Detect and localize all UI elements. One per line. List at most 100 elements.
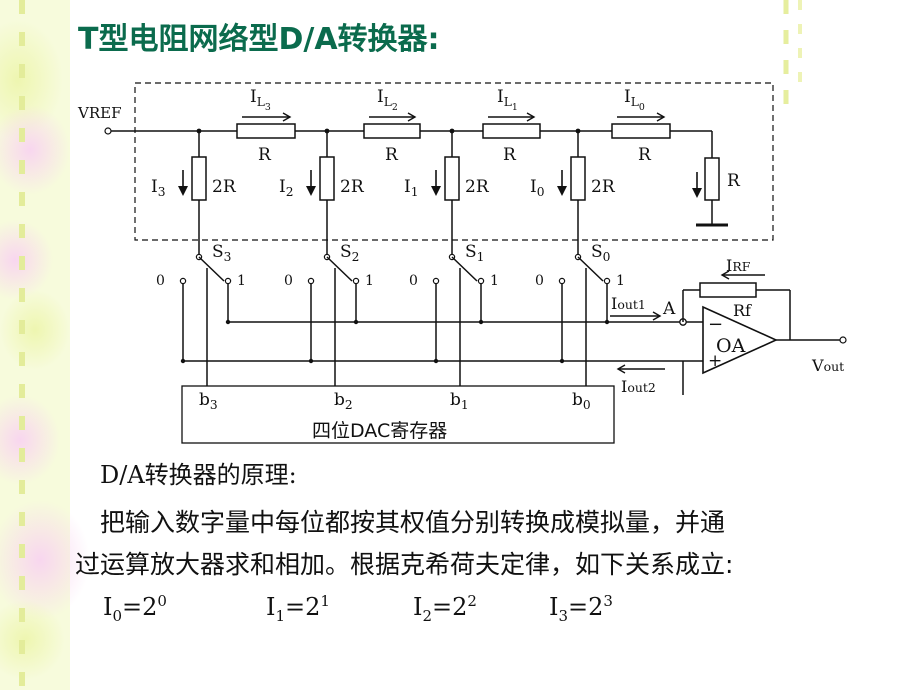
iout1-label: Iout1: [611, 294, 646, 313]
bit-label: b3: [199, 390, 218, 412]
terminal-resistor: [704, 157, 720, 201]
contact-0: [307, 277, 315, 285]
series-resistor-label: R: [258, 145, 272, 165]
branch-arrow-head: [306, 186, 316, 196]
opamp-label: OA: [716, 335, 746, 357]
iout2-arrow-head: [616, 364, 626, 374]
switch: S3 0 1: [156, 242, 246, 386]
rail-current-label: IL2: [377, 87, 398, 113]
switch-pos1-label: 1: [490, 273, 499, 289]
formula-i0: I0=20: [103, 592, 167, 625]
switch-blade: [451, 256, 478, 282]
iout2-label: Iout2: [621, 377, 656, 396]
decor-blob: [0, 220, 53, 300]
opamp-plus: +: [708, 351, 722, 371]
shunt-resistor-label: 2R: [591, 177, 616, 197]
shunt-resistor-label: 2R: [465, 177, 490, 197]
contact-0: [558, 277, 566, 285]
vref-label: VREF: [77, 104, 121, 122]
switch-blade: [326, 256, 353, 282]
series-resistor: [611, 123, 671, 139]
contact-1: [477, 277, 485, 285]
opamp: [702, 305, 778, 375]
decor-blob: [0, 290, 70, 370]
shunt-resistor-label: 2R: [340, 177, 365, 197]
branch-current-label: I0: [530, 177, 545, 199]
switch-pos0-label: 0: [156, 273, 165, 289]
contact-1: [224, 277, 232, 285]
register-label: 四位DAC寄存器: [312, 420, 447, 442]
formula-i3: I3=23: [549, 592, 613, 625]
vout-terminal: [839, 336, 847, 344]
branch-arrow-head: [557, 186, 567, 196]
bit-label: b1: [450, 390, 469, 412]
branch-current-label: I1: [404, 177, 419, 199]
rail-current-label: IL0: [624, 87, 645, 113]
decor-blob: [0, 395, 60, 485]
bit-label: b0: [572, 390, 591, 412]
switch-pos0-label: 0: [409, 273, 418, 289]
switch-label: S3: [212, 242, 231, 264]
switch-label: S0: [591, 242, 610, 264]
node-a-label: A: [662, 299, 676, 319]
branch-arrow-head: [178, 186, 188, 196]
junction-dot: [449, 128, 455, 134]
opamp-minus: −: [708, 314, 723, 335]
series-resistor-label: R: [503, 145, 517, 165]
branch-current-label: I3: [151, 177, 166, 199]
series-resistor-label: R: [638, 145, 652, 165]
switch: S1 0 1: [409, 242, 499, 386]
decor-blob: [0, 105, 70, 195]
shunt-resistor: [570, 156, 586, 201]
shunt-resistor: [191, 156, 207, 201]
switch-label: S1: [465, 242, 484, 264]
junction-dot: [196, 128, 202, 134]
formula-i1: I1=21: [266, 592, 330, 625]
junction-dot: [575, 128, 581, 134]
switch-pos1-label: 1: [365, 273, 374, 289]
rf-label: Rf: [733, 301, 752, 320]
body-line-2: 过运算放大器求和相加。根据克希荷夫定律，如下关系成立:: [75, 550, 734, 579]
switch-blade: [198, 256, 225, 282]
shunt-branch: I2 2R: [279, 128, 365, 255]
series-resistor: [363, 123, 421, 139]
slide-title: T型电阻网络型D/A转换器:: [78, 22, 440, 57]
rail-current-label: IL3: [250, 87, 271, 113]
contact-1: [603, 277, 611, 285]
feedback-resistor: [699, 282, 757, 298]
shunt-branches: I3 2R I2 2R I1 2R I0 2R: [151, 128, 616, 255]
body-line-1: 把输入数字量中每位都按其权值分别转换成模拟量，并通: [100, 508, 726, 537]
series-resistor: [236, 123, 296, 139]
shunt-resistor-label: 2R: [212, 177, 237, 197]
switch-blade: [577, 256, 604, 282]
irf-arrow-head: [720, 270, 730, 280]
register-box: [181, 385, 615, 444]
switch-pos0-label: 0: [284, 273, 293, 289]
branch-arrow-head: [431, 186, 441, 196]
terminal-resistor-label: R: [727, 171, 741, 191]
rail-current-arrows: [242, 112, 666, 122]
shunt-branch: I1 2R: [404, 128, 490, 255]
formula-i2: I2=22: [413, 592, 477, 625]
irf-label: IRF: [726, 256, 751, 275]
shunt-resistor: [444, 156, 460, 201]
branch-current-label: I2: [279, 177, 294, 199]
vout-label: Vout: [811, 356, 844, 375]
principle-heading: D/A转换器的原理:: [100, 461, 297, 489]
vref-terminal: [104, 127, 112, 135]
shunt-resistor: [319, 156, 335, 201]
terminal-arrow-head: [692, 188, 702, 198]
switch-pos1-label: 1: [237, 273, 246, 289]
switch-pos0-label: 0: [535, 273, 544, 289]
opamp-labels: Iout1 A Iout2 IRF Rf − + OA Vout: [611, 256, 844, 396]
shunt-branch: I3 2R: [151, 128, 237, 255]
decor-blob: [0, 600, 65, 680]
shunt-branch: I0 2R: [530, 128, 616, 255]
